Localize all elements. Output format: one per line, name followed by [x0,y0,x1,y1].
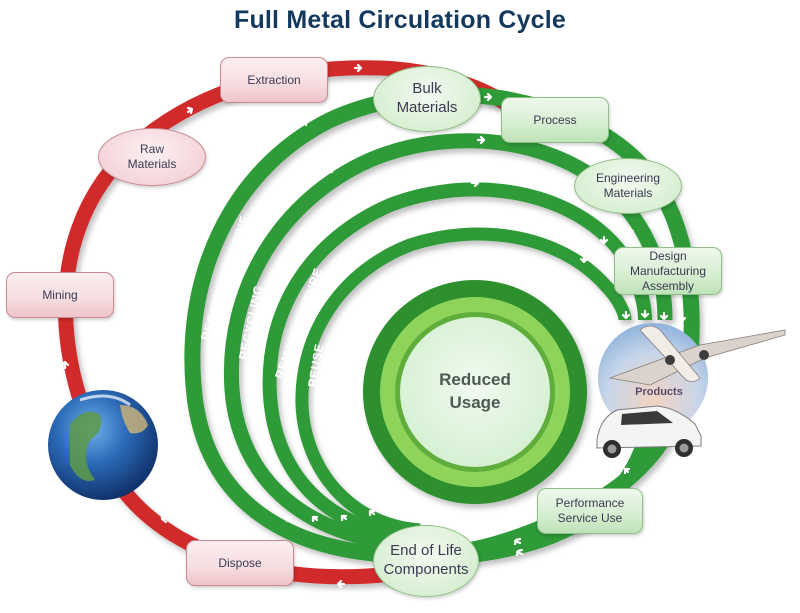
green-loops [184,86,700,565]
arrow-icon [186,106,194,115]
airplane-icon [608,325,786,386]
arrow-icon [311,515,319,523]
arrow-icon [659,311,669,321]
arrow-icon [515,548,524,557]
arrow-icon [353,63,363,73]
center-reduced-usage: Reduced Usage [439,370,511,412]
loop-remanufacture [262,182,652,545]
suv-car-icon [596,405,702,458]
arrow-icon [513,537,522,546]
node-mining: Mining [6,272,114,318]
center-disc [400,317,550,467]
arrow-icon [470,178,480,188]
arrow-icon [640,309,650,319]
arrow-icon [326,165,335,174]
arrow-icon [599,235,609,245]
products-image [596,323,786,458]
arrow-icon [647,220,657,230]
node-extraction: Extraction [220,57,328,103]
arrow-icon [60,360,70,370]
arrow-icon [300,118,309,127]
node-process: Process [501,97,609,143]
diagram-title: Full Metal Circulation Cycle [233,6,567,34]
arrow-icon [470,212,480,222]
cloud-shape [79,394,131,407]
arrow-icon [623,467,631,475]
node-engineering-materials: Engineering Materials [574,158,682,214]
node-dispose: Dispose [186,540,294,586]
arrow-icon [340,514,348,522]
center-rings [363,280,587,504]
arrow-icon [368,509,376,517]
arrow-icon [285,515,293,523]
arrow-icon [677,313,687,323]
node-raw-materials: Raw Materials [98,128,206,186]
node-end-of-life-components: End of Life Components [373,525,479,597]
arrow-icon [483,92,493,102]
arrow-icon [610,465,618,473]
node-performance-service-use: Performance Service Use [537,488,643,534]
node-products-label: Products [635,386,683,398]
arrow-icon [160,513,168,524]
continent-shape [120,405,148,434]
arrow-icon [579,254,589,264]
arrow-icon [621,310,631,320]
loop-reuse [295,227,632,537]
flow-arrows [60,63,687,589]
node-bulk-materials: Bulk Materials [373,66,481,132]
arrow-icon [625,226,635,236]
earth-globe-image [48,390,158,500]
arrow-icon [336,579,346,589]
arrow-icon [476,135,486,145]
continent-shape [70,411,102,481]
node-design-manufacturing-assembly: Design Manufacturing Assembly [614,247,722,295]
